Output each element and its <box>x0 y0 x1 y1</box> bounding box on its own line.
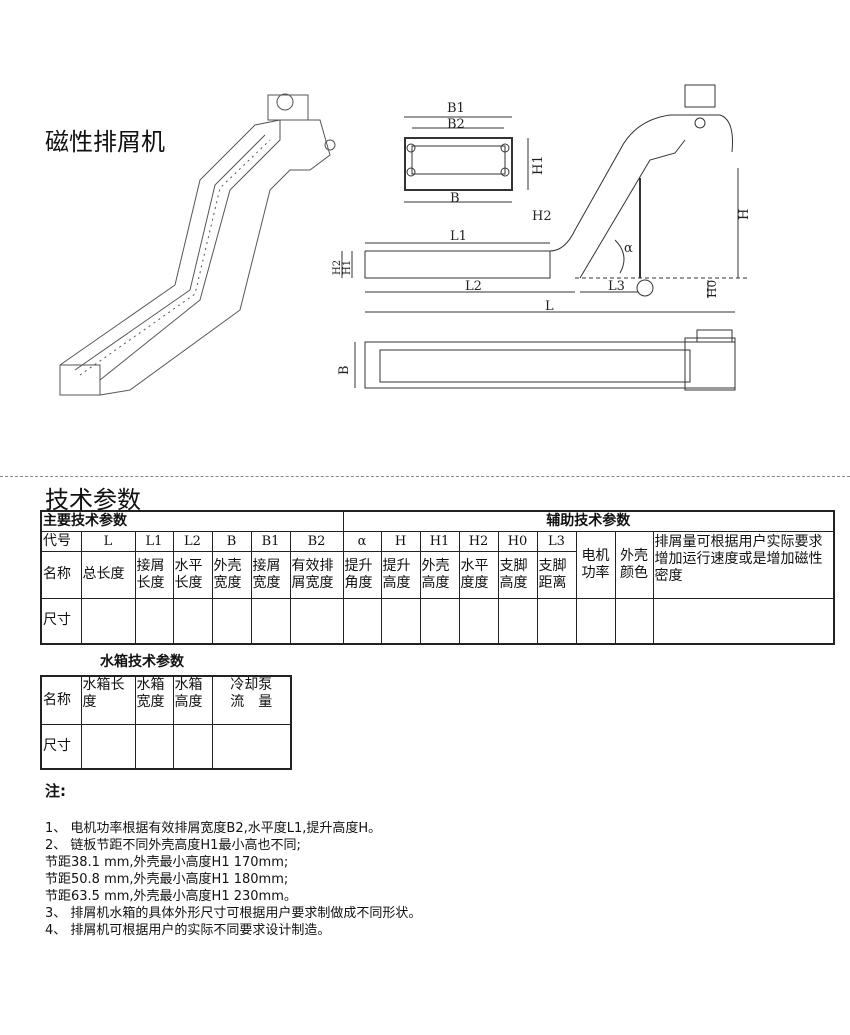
remark-header: 排屑量可根据用户实际要求增加运行速度或是增加磁性密度 <box>652 530 835 599</box>
label-L2: L2 <box>465 279 482 294</box>
main-spec-table: 主要技术参数 辅助技术参数 代号 L L1 L2 B B1 B2 α H H1 … <box>40 510 836 645</box>
size-cell <box>419 597 460 645</box>
notes-list: 1、 电机功率根据有效排屑宽度B2,水平度L1,提升高度H。 2、 链板节距不同… <box>45 820 421 939</box>
size-cell <box>380 597 421 645</box>
group-main: 主要技术参数 <box>40 510 344 532</box>
dimension-drawing: B1 B2 H1 B H2 L1 H α L2 L3 H0 L H2 H1 B <box>332 84 750 391</box>
tank-name-cell: 水箱长度 <box>80 675 136 725</box>
note-line: 1、 电机功率根据有效排屑宽度B2,水平度L1,提升高度H。 <box>45 821 382 836</box>
code-cell: L <box>80 530 136 552</box>
product-title: 磁性排屑机 <box>45 128 165 156</box>
size-cell <box>458 597 499 645</box>
size-cell <box>575 597 616 645</box>
size-cell <box>614 597 654 645</box>
label-H1-side: H1 <box>342 260 353 275</box>
name-cell: 提升角度 <box>342 550 382 599</box>
name-cell: 总长度 <box>80 550 136 599</box>
name-row-label: 名称 <box>40 550 82 599</box>
size-cell <box>497 597 538 645</box>
code-cell: H <box>380 530 421 552</box>
name-cell: 提升高度 <box>380 550 421 599</box>
name-cell: 有效排屑宽度 <box>289 550 344 599</box>
label-L1: L1 <box>450 229 467 244</box>
section-title: 技术参数 <box>45 486 141 514</box>
shell-color-header: 外壳颜色 <box>614 530 654 599</box>
name-cell: 水平长度 <box>172 550 213 599</box>
name-cell: 接屑长度 <box>134 550 174 599</box>
size-cell <box>134 597 174 645</box>
code-row: 代号 L L1 L2 B B1 B2 α H H1 H2 H0 L3 电机功率 … <box>40 530 835 599</box>
name-cell: 外壳宽度 <box>211 550 252 599</box>
notes-heading: 注: <box>45 782 66 800</box>
tank-table-title: 水箱技术参数 <box>100 654 184 670</box>
tank-size-cell <box>80 723 136 770</box>
tank-name-cell: 水箱高度 <box>172 675 213 725</box>
tank-size-cell <box>134 723 174 770</box>
label-H2: H2 <box>532 209 552 224</box>
tank-size-cell <box>172 723 213 770</box>
code-cell: B1 <box>250 530 291 552</box>
size-cell <box>250 597 291 645</box>
note-line: 节距63.5 mm,外壳最小高度H1 230mm。 <box>45 889 297 904</box>
code-cell: B2 <box>289 530 344 552</box>
code-cell: H0 <box>497 530 538 552</box>
code-row-label: 代号 <box>40 530 82 552</box>
code-cell: B <box>211 530 252 552</box>
note-line: 4、 排屑机可根据用户的实际不同要求设计制造。 <box>45 923 331 938</box>
label-L: L <box>545 299 554 314</box>
note-line: 节距50.8 mm,外壳最小高度H1 180mm; <box>45 872 289 887</box>
size-cell <box>536 597 577 645</box>
tank-name-label: 名称 <box>40 675 82 725</box>
tank-size-label: 尺寸 <box>40 723 82 770</box>
name-cell: 水平度度 <box>458 550 499 599</box>
code-cell: H2 <box>458 530 499 552</box>
tank-size-cell <box>211 723 292 770</box>
tank-name-cell: 冷却泵流 量 <box>211 675 292 725</box>
label-H1: H1 <box>531 155 546 175</box>
code-cell: L2 <box>172 530 213 552</box>
label-H: H <box>737 209 750 220</box>
isometric-conveyor-drawing <box>59 93 336 396</box>
name-cell: 外壳高度 <box>419 550 460 599</box>
label-B: B <box>450 191 460 206</box>
size-row: 尺寸 <box>40 597 835 645</box>
code-cell: L1 <box>134 530 174 552</box>
name-row: 名称 总长度 接屑长度 水平长度 外壳宽度 接屑宽度 有效排屑宽度 提升角度 提… <box>40 550 834 599</box>
label-alpha: α <box>624 241 633 256</box>
name-cell: 接屑宽度 <box>250 550 291 599</box>
section-divider <box>0 476 850 477</box>
motor-power-header: 电机功率 <box>575 530 616 599</box>
name-cell: 支脚距离 <box>536 550 577 599</box>
code-cell: H1 <box>419 530 460 552</box>
size-cell <box>652 597 835 645</box>
size-cell <box>172 597 213 645</box>
group-aux: 辅助技术参数 <box>342 510 835 532</box>
size-row-label: 尺寸 <box>40 597 82 645</box>
label-H2-side: H2 <box>332 260 343 275</box>
label-B2: B2 <box>447 117 465 132</box>
code-cell: L3 <box>536 530 577 552</box>
label-H0: H0 <box>705 280 719 298</box>
label-L3: L3 <box>608 279 625 294</box>
name-cell: 支脚高度 <box>497 550 538 599</box>
size-cell <box>289 597 344 645</box>
note-line: 3、 排屑机水箱的具体外形尺寸可根据用户要求制做成不同形状。 <box>45 906 422 921</box>
size-cell <box>80 597 136 645</box>
note-line: 节距38.1 mm,外壳最小高度H1 170mm; <box>45 855 289 870</box>
size-cell <box>211 597 252 645</box>
size-cell <box>342 597 382 645</box>
label-B-top: B <box>337 365 352 375</box>
note-line: 2、 链板节距不同外壳高度H1最小高也不同; <box>45 838 301 853</box>
tank-spec-table: 名称 水箱长度 水箱宽度 水箱高度 冷却泵流 量 尺寸 <box>40 675 292 770</box>
code-cell: α <box>342 530 382 552</box>
label-B1: B1 <box>447 101 465 116</box>
tank-name-cell: 水箱宽度 <box>134 675 174 725</box>
